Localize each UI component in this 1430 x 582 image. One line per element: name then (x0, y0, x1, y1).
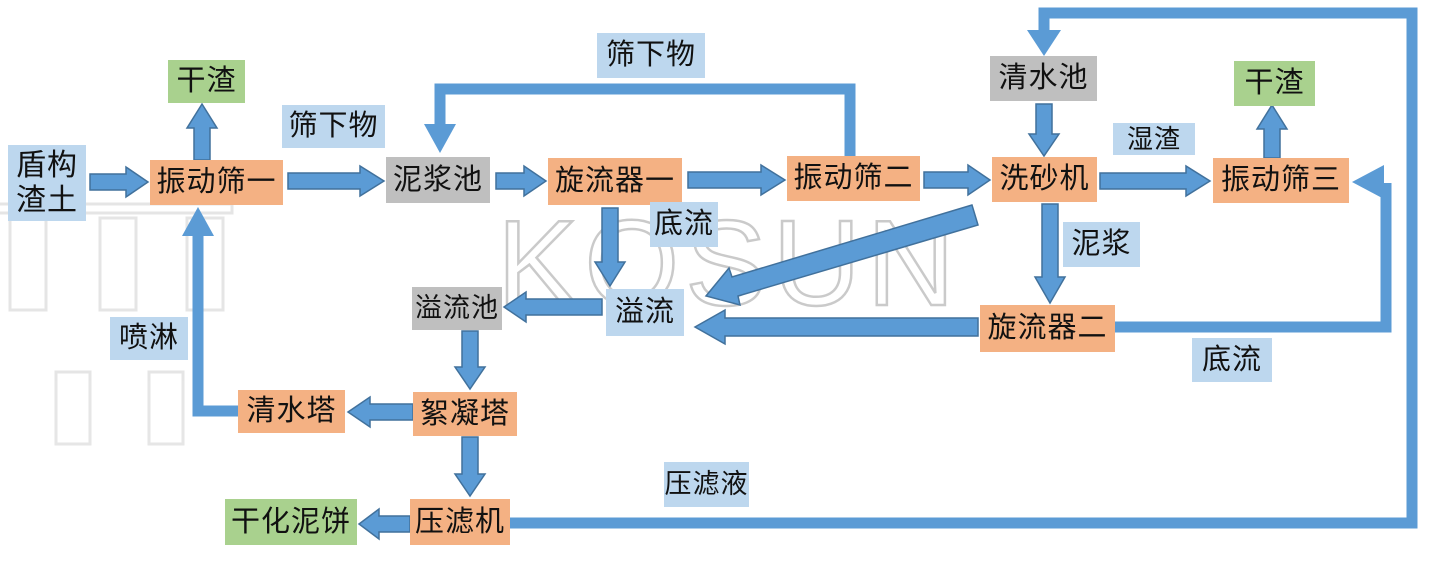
watermark-fragment-left (0, 202, 234, 446)
arrowhead-return-into-slurrypool (424, 124, 456, 153)
node-shaker2: 振动筛二 (787, 156, 920, 201)
node-slurry-pool: 泥浆池 (386, 157, 490, 203)
label-underflow-1: 底流 (650, 202, 718, 247)
arrow-cyclone2-to-overflow (693, 308, 979, 346)
node-sand-washer: 洗砂机 (992, 157, 1097, 202)
node-overflow-pool: 溢流池 (412, 287, 502, 330)
arrow-press-to-cake (357, 507, 411, 541)
arrow-shaker2-to-washer (923, 163, 992, 197)
arrow-cleanpool-to-washer (1027, 103, 1061, 158)
node-cyclone1: 旋流器一 (548, 158, 682, 205)
arrow-overflow-to-overflowpool (502, 290, 603, 324)
arrowhead-underflow-into-shaker3 (1352, 165, 1384, 199)
node-clean-water-tower: 清水塔 (238, 390, 345, 433)
node-cyclone2: 旋流器二 (980, 305, 1115, 352)
node-dry-slag-left: 干渣 (168, 60, 245, 103)
arrow-slurrypool-to-cyclone1 (495, 164, 548, 198)
arrow-overflowpool-to-floctower (453, 330, 487, 391)
node-shield-muck: 盾构渣土 (8, 145, 86, 221)
arrow-floctower-to-cleartower (346, 395, 414, 429)
node-filter-press: 压滤机 (410, 499, 510, 545)
arrow-shaker1-to-dryslag (185, 102, 219, 161)
label-screen-underflow-2: 筛下物 (597, 33, 705, 78)
node-flocculation-tower: 絮凝塔 (413, 392, 517, 436)
label-filtrate: 压滤液 (664, 462, 749, 507)
line-press-filtrate-to-cleanpool (510, 7, 1418, 529)
node-shaker1: 振动筛一 (150, 160, 283, 205)
label-wet-slag: 湿渣 (1113, 123, 1195, 155)
arrow-washer-to-shaker3 (1099, 164, 1212, 198)
node-dried-mud-cake: 干化泥饼 (225, 499, 357, 545)
arrow-shaker3-to-dryslag (1255, 103, 1289, 159)
label-spray: 喷淋 (110, 317, 188, 360)
label-underflow-2: 底流 (1192, 338, 1272, 382)
arrow-floctower-to-press (453, 436, 487, 498)
arrow-cyclone1-to-shaker2 (687, 163, 787, 197)
arrow-muck-to-shaker1 (89, 165, 150, 199)
node-shaker3: 振动筛三 (1213, 158, 1349, 203)
line-shaker2-return-to-slurrypool (434, 83, 856, 156)
arrowhead-filtrate-into-cleanpool (1027, 30, 1061, 56)
label-slurry: 泥浆 (1063, 222, 1140, 267)
label-screen-underflow-1: 筛下物 (282, 105, 385, 148)
line-cyclone2-underflow-to-shaker3 (1115, 183, 1392, 333)
arrowhead-spray-into-shaker1 (182, 207, 214, 236)
arrow-washer-to-cyclone2 (1033, 203, 1067, 305)
arrow-cyclone1-to-overflow (593, 207, 627, 288)
line-cleartower-spray-to-shaker1 (192, 234, 239, 417)
node-dry-slag-right: 干渣 (1234, 61, 1315, 106)
arrow-shaker1-to-slurrypool (287, 164, 386, 198)
node-clean-water-pool: 清水池 (990, 56, 1097, 101)
arrow-diagonal-to-overflow (704, 204, 979, 307)
label-overflow: 溢流 (606, 289, 684, 336)
